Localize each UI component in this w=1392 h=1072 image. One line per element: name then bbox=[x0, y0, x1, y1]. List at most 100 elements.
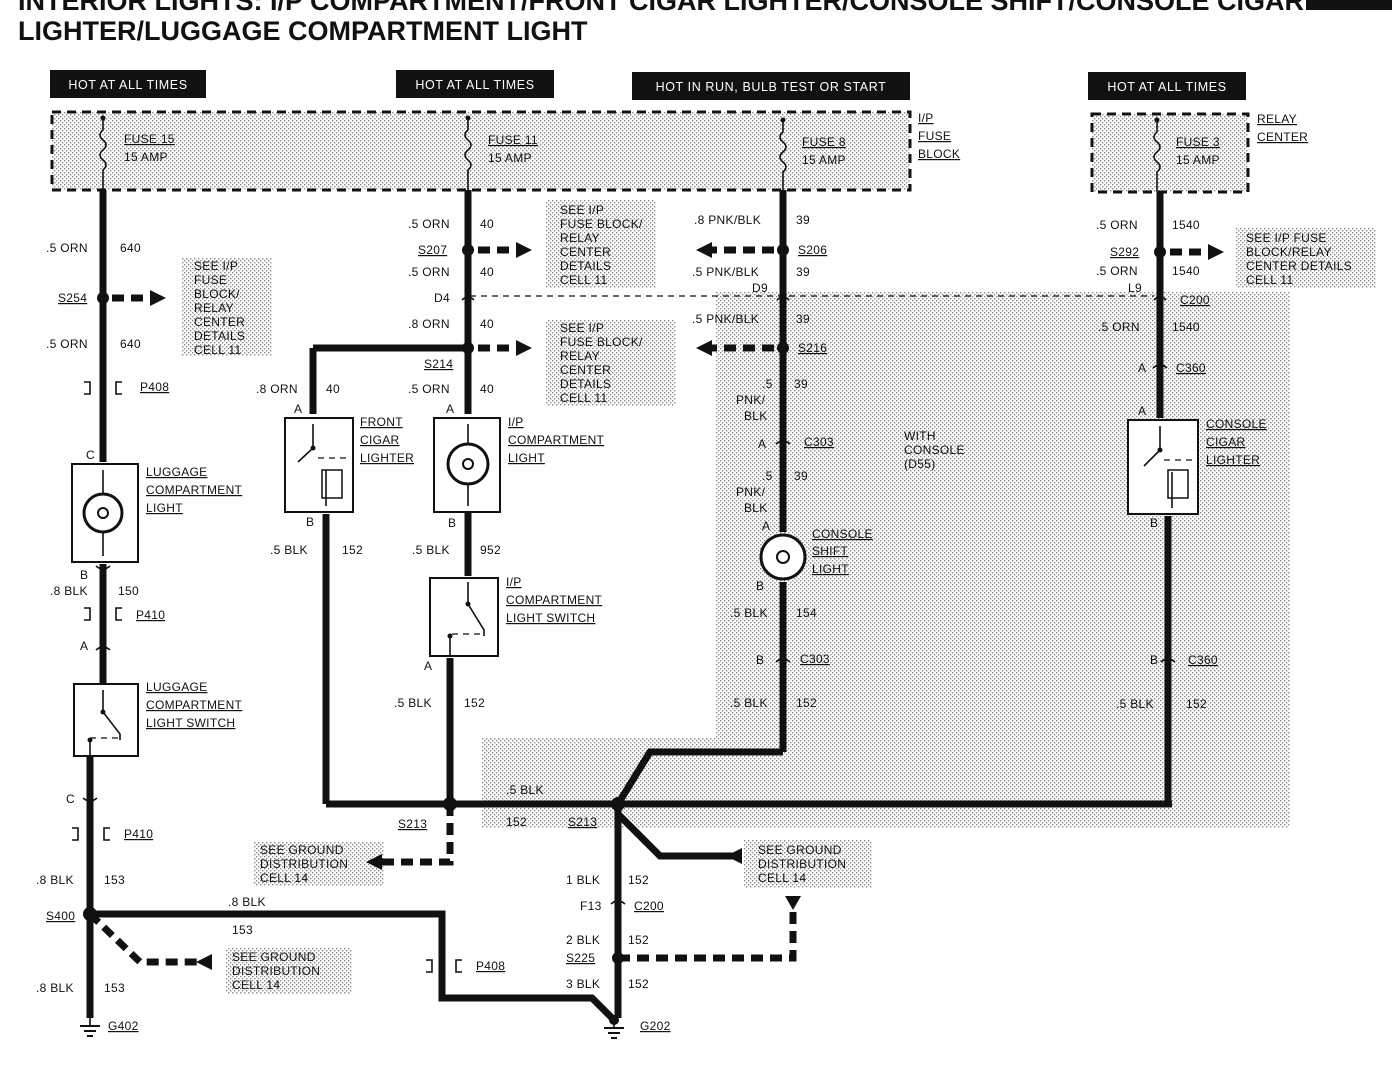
fuse-11: FUSE 11 15 AMP bbox=[464, 115, 538, 190]
wire-label-orn-5: .8 ORN bbox=[408, 317, 450, 331]
ip-light-pin-b: B bbox=[448, 516, 456, 530]
wire-label-blk-5e: .5 BLK bbox=[730, 696, 768, 710]
wire-circuit-152-e: 152 bbox=[628, 873, 649, 887]
console-cigar-label-1: CONSOLE bbox=[1206, 417, 1267, 431]
wire-label-orn-6: .5 ORN bbox=[408, 382, 450, 396]
ip-switch-label-3: LIGHT SWITCH bbox=[506, 611, 595, 625]
wire-label-orn-4: .5 ORN bbox=[408, 265, 450, 279]
wire-label-blk-5d: .5 BLK bbox=[730, 606, 768, 620]
c303-pin-a: A bbox=[758, 437, 766, 451]
note-ground-bus: SEE GROUND DISTRIBUTION CELL 14 bbox=[758, 843, 846, 885]
wire-label-pnk-5a: .5 bbox=[762, 469, 773, 483]
wire-label-blk-5c: .5 BLK bbox=[394, 696, 432, 710]
console-cigar-lighter: A B CONSOLE CIGAR LIGHTER bbox=[1127, 404, 1267, 530]
splice-s207: S207 bbox=[418, 243, 447, 257]
splice-s214: S214 bbox=[424, 357, 453, 371]
note-see-ip-s292: SEE I/P FUSE BLOCK/RELAY CENTER DETAILS … bbox=[1246, 231, 1352, 287]
wire-label-orn-2: .5 ORN bbox=[46, 337, 88, 351]
front-cigar-pin-a: A bbox=[294, 402, 302, 416]
console-shift-light: A B CONSOLE SHIFT LIGHT bbox=[756, 519, 872, 593]
wire-labels: .5 ORN 640 S254 .5 ORN 640 P408 .8 BLK 1… bbox=[36, 213, 1218, 995]
ip-switch-label-2: COMPARTMENT bbox=[506, 593, 603, 607]
luggage-compartment-switch: A C LUGGAGE COMPARTMENT LIGHT SWITCH bbox=[66, 639, 243, 806]
conn-p408-b: P408 bbox=[476, 959, 505, 973]
svg-text:DISTRIBUTION: DISTRIBUTION bbox=[232, 964, 320, 978]
conn-d4: D4 bbox=[434, 291, 450, 305]
svg-text:FUSE: FUSE bbox=[194, 273, 227, 287]
wire-circuit-640-b: 640 bbox=[120, 337, 141, 351]
note-see-ip-s214: SEE I/P FUSE BLOCK/ RELAY CENTER DETAILS… bbox=[560, 321, 643, 405]
luggage-switch-label-2: COMPARTMENT bbox=[146, 698, 243, 712]
wire-circuit-152-c: 152 bbox=[796, 696, 817, 710]
wire-circuit-39-b: 39 bbox=[796, 265, 810, 279]
wire-circuit-152-h: 152 bbox=[1186, 697, 1207, 711]
wire-label-pnk-1: .8 PNK/BLK bbox=[694, 213, 761, 227]
section-tab bbox=[1306, 0, 1392, 10]
front-cigar-label-2: CIGAR bbox=[360, 433, 400, 447]
svg-text:DETAILS: DETAILS bbox=[560, 259, 611, 273]
hot-at-all-times-4: HOT AT ALL TIMES bbox=[1107, 80, 1226, 94]
svg-text:DETAILS: DETAILS bbox=[194, 329, 245, 343]
wire-circuit-1540-a: 1540 bbox=[1172, 218, 1200, 232]
svg-text:RELAY: RELAY bbox=[560, 231, 600, 245]
svg-text:CELL 14: CELL 14 bbox=[232, 978, 280, 992]
ground-g202: G202 bbox=[604, 1015, 671, 1039]
shift-light-pin-b: B bbox=[756, 579, 764, 593]
conn-c360-a: C360 bbox=[1176, 361, 1206, 375]
wires bbox=[86, 190, 1172, 1021]
fuse-block-label-3: BLOCK bbox=[918, 147, 960, 161]
luggage-switch-label-1: LUGGAGE bbox=[146, 680, 207, 694]
wire-circuit-39-e: 39 bbox=[794, 469, 808, 483]
svg-text:SEE I/P: SEE I/P bbox=[560, 321, 604, 335]
wire-circuit-1540-b: 1540 bbox=[1172, 264, 1200, 278]
wire-circuit-952: 952 bbox=[480, 543, 501, 557]
wire-label-blk-5b: .5 BLK bbox=[412, 543, 450, 557]
svg-text:DISTRIBUTION: DISTRIBUTION bbox=[260, 857, 348, 871]
console-cigar-pin-a: A bbox=[1138, 404, 1146, 418]
ip-light-label-1: I/P bbox=[508, 415, 524, 429]
luggage-switch-label-3: LIGHT SWITCH bbox=[146, 716, 235, 730]
svg-text:CELL 14: CELL 14 bbox=[260, 871, 308, 885]
wire-circuit-150: 150 bbox=[118, 584, 139, 598]
wire-label-orn-3: .5 ORN bbox=[408, 217, 450, 231]
luggage-light-label-2: COMPARTMENT bbox=[146, 483, 243, 497]
wire-label-orn-1: .5 ORN bbox=[46, 241, 88, 255]
wire-circuit-154: 154 bbox=[796, 606, 817, 620]
fuse-3: FUSE 3 15 AMP bbox=[1153, 117, 1220, 192]
reference-arrows bbox=[112, 242, 1224, 970]
luggage-switch-pin-c: C bbox=[66, 792, 75, 806]
svg-text:BLOCK/: BLOCK/ bbox=[194, 287, 240, 301]
luggage-light-pin-b: B bbox=[80, 568, 88, 582]
svg-text:CELL 11: CELL 11 bbox=[194, 343, 241, 357]
note-ground-s213: SEE GROUND DISTRIBUTION CELL 14 bbox=[260, 843, 348, 885]
wire-circuit-153-c: 153 bbox=[104, 981, 125, 995]
wire-label-orn-9: .5 ORN bbox=[1096, 264, 1138, 278]
svg-text:CELL 14: CELL 14 bbox=[758, 871, 806, 885]
ip-compartment-switch: A I/P COMPARTMENT LIGHT SWITCH bbox=[424, 575, 603, 673]
fuse-8: FUSE 8 15 AMP bbox=[779, 117, 846, 190]
svg-text:FUSE BLOCK/: FUSE BLOCK/ bbox=[560, 335, 643, 349]
ip-switch-label-1: I/P bbox=[506, 575, 522, 589]
ip-compartment-light: A B I/P COMPARTMENT LIGHT bbox=[433, 402, 604, 530]
wire-label-blk-2: 2 BLK bbox=[566, 933, 600, 947]
svg-text:CENTER DETAILS: CENTER DETAILS bbox=[1246, 259, 1352, 273]
connector-marks bbox=[72, 296, 1176, 973]
front-cigar-lighter: A B FRONT CIGAR LIGHTER bbox=[284, 402, 414, 529]
ip-fuse-block bbox=[50, 110, 912, 192]
g202-label: G202 bbox=[640, 1019, 671, 1033]
wire-circuit-152-g: 152 bbox=[628, 977, 649, 991]
svg-text:CENTER: CENTER bbox=[194, 315, 245, 329]
conn-c360-b: C360 bbox=[1188, 653, 1218, 667]
wire-label-pnk-4c: BLK bbox=[744, 409, 768, 423]
note-see-ip-left: SEE I/P FUSE BLOCK/ RELAY CENTER DETAILS… bbox=[194, 259, 245, 357]
wire-label-blk-5f: .5 BLK bbox=[506, 783, 544, 797]
svg-text:CENTER: CENTER bbox=[560, 245, 611, 259]
fuse8-amp: 15 AMP bbox=[802, 153, 846, 167]
fuse15-label: FUSE 15 bbox=[124, 132, 175, 146]
relay-center-label-1: RELAY bbox=[1257, 112, 1297, 126]
title-line-2: LIGHTER/LUGGAGE COMPARTMENT LIGHT bbox=[18, 16, 588, 46]
wire-label-pnk-5b: PNK/ bbox=[736, 485, 766, 499]
c303-pin-b: B bbox=[756, 653, 764, 667]
wire-label-blk-5a: .5 BLK bbox=[270, 543, 308, 557]
